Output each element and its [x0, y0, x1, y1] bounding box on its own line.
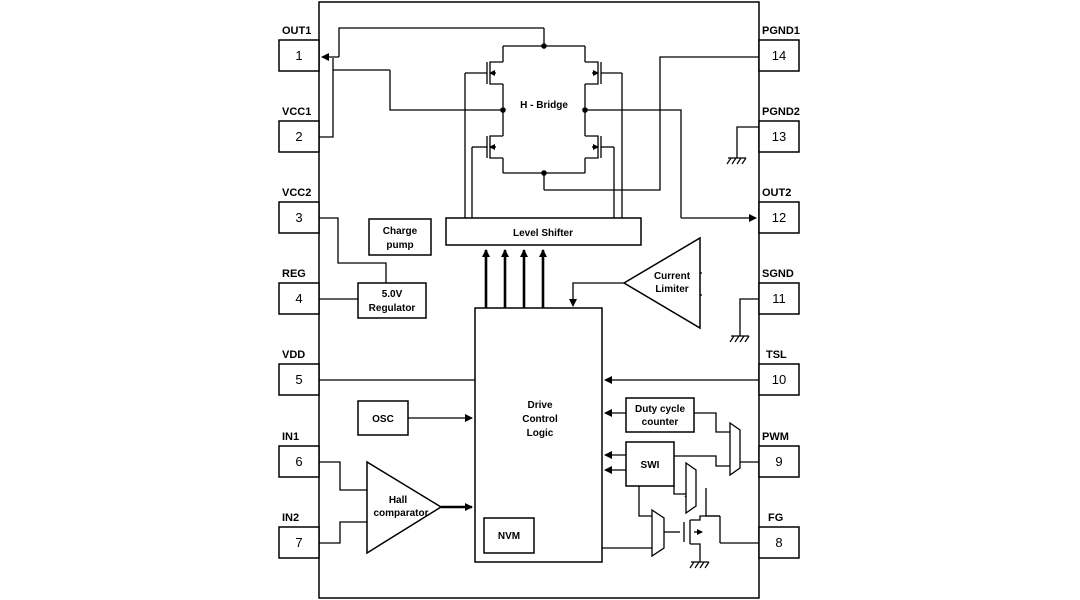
mux-swi	[685, 461, 697, 515]
wires	[319, 27, 759, 569]
osc: OSC	[357, 400, 409, 436]
drive-control-label-1: Drive	[527, 400, 552, 411]
pin-number: 11	[772, 291, 786, 306]
pin-vcc2: VCC2 3	[278, 187, 320, 234]
current-limiter-label-1: Current	[654, 271, 691, 282]
pin-in1: IN1 6	[278, 431, 320, 478]
pin-number: 14	[772, 48, 786, 63]
level-shifter-label: Level Shifter	[513, 228, 573, 239]
regulator: 5.0V Regulator	[357, 282, 427, 319]
current-limiter: Current Limiter	[622, 236, 701, 330]
current-limiter-label-2: Limiter	[655, 284, 688, 295]
mux-fg	[651, 508, 665, 558]
pin-out1: OUT1 1	[278, 25, 320, 72]
mux-pwm	[729, 421, 741, 477]
hall-comparator-label-2: comparator	[373, 508, 428, 519]
h-bridge-label: H - Bridge	[520, 100, 568, 111]
pin-out2: OUT2 12	[758, 187, 800, 234]
h-bridge: H - Bridge	[465, 28, 622, 190]
pin-number: 12	[772, 210, 786, 225]
pin-label: REG	[282, 268, 306, 280]
nvm-label: NVM	[498, 531, 520, 542]
pin-fg: FG 8	[758, 512, 800, 559]
swi: SWI	[625, 441, 675, 487]
pin-label: OUT1	[282, 25, 311, 37]
drive-control-label-2: Control	[522, 414, 558, 425]
charge-pump-label-2: pump	[386, 240, 413, 251]
regulator-label-2: Regulator	[369, 303, 416, 314]
pin-number: 2	[295, 129, 302, 144]
pin-pgnd1: PGND1 14	[758, 25, 800, 72]
charge-pump: Charge pump	[368, 218, 432, 256]
hall-comparator-label-1: Hall	[389, 495, 408, 506]
right-pins: PGND1 14 PGND2 13 OUT2 12 SGND 11 TSL 10…	[758, 25, 800, 559]
duty-cycle-counter: Duty cycle counter	[625, 397, 695, 433]
hall-comparator: Hall comparator	[366, 460, 443, 555]
pin-number: 13	[772, 129, 786, 144]
pin-sgnd: SGND 11	[758, 268, 800, 315]
pin-label: VCC1	[282, 106, 311, 118]
pin-label: VCC2	[282, 187, 311, 199]
pin-label: FG	[768, 512, 783, 524]
drive-control-label-3: Logic	[527, 428, 554, 439]
pin-label: IN1	[282, 431, 299, 443]
control-arrows	[482, 249, 547, 308]
nvm: NVM	[483, 517, 535, 554]
swi-label: SWI	[641, 460, 660, 471]
pin-label: OUT2	[762, 187, 791, 199]
duty-cycle-label-2: counter	[642, 417, 679, 428]
duty-cycle-label-1: Duty cycle	[635, 404, 685, 415]
pin-number: 3	[295, 210, 302, 225]
pin-label: IN2	[282, 512, 299, 524]
pin-tsl: TSL 10	[758, 349, 800, 396]
pin-pgnd2: PGND2 13	[758, 106, 800, 153]
pin-number: 7	[295, 535, 302, 550]
charge-pump-label-1: Charge	[383, 226, 418, 237]
pin-label: PWM	[762, 431, 789, 443]
pin-pwm: PWM 9	[758, 431, 800, 478]
pin-label: TSL	[766, 349, 787, 361]
level-shifter: Level Shifter	[445, 217, 642, 246]
pin-vcc1: VCC1 2	[278, 106, 320, 153]
gate-wires	[464, 73, 623, 218]
regulator-label-1: 5.0V	[382, 289, 403, 300]
pin-vdd: VDD 5	[278, 349, 320, 396]
pin-number: 8	[775, 535, 782, 550]
pin-label: PGND2	[762, 106, 800, 118]
left-pins: OUT1 1 VCC1 2 VCC2 3 REG 4 VDD 5 IN1 6	[278, 25, 320, 559]
pin-number: 6	[295, 454, 302, 469]
pin-in2: IN2 7	[278, 512, 320, 559]
pin-label: SGND	[762, 268, 794, 280]
osc-label: OSC	[372, 414, 394, 425]
pin-label: VDD	[282, 349, 305, 361]
pin-label: PGND1	[762, 25, 800, 37]
pin-number: 1	[295, 48, 302, 63]
pin-number: 4	[295, 291, 302, 306]
pin-number: 5	[295, 372, 302, 387]
pin-number: 9	[775, 454, 782, 469]
pin-reg: REG 4	[278, 268, 320, 315]
pin-number: 10	[772, 372, 786, 387]
